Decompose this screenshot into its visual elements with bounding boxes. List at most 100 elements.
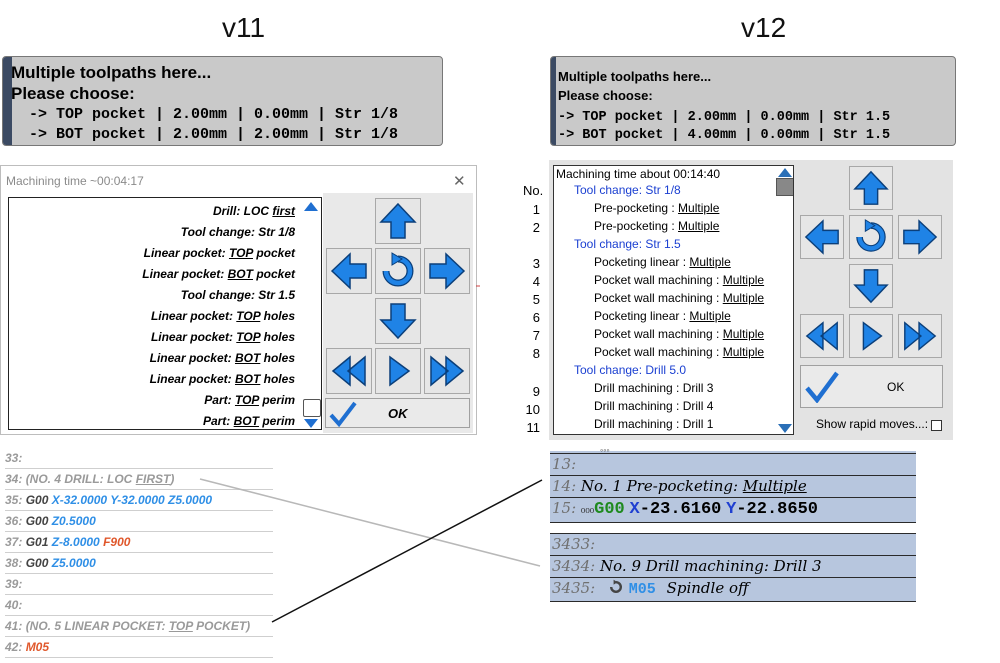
show-rapid-checkbox[interactable] (931, 420, 942, 431)
move-down-button[interactable] (849, 264, 893, 308)
operation-item[interactable]: Linear pocket: BOT holes (150, 351, 295, 365)
tool-change-item[interactable]: Tool change: Str 1/8 (574, 183, 681, 197)
operation-item[interactable]: Tool change: Str 1.5 (181, 288, 295, 302)
code-token: TOP (168, 619, 193, 633)
code-line-3435: 3435: M05 Spindle off (550, 577, 916, 600)
move-left-button[interactable] (800, 215, 844, 259)
operation-number: 11 (526, 420, 541, 435)
operation-text: Linear pocket: (142, 267, 228, 281)
operation-text: Pocket wall machining : (594, 345, 723, 359)
code-line[interactable]: 38: G00 Z5.0000 (5, 553, 273, 574)
operation-text: Linear pocket: (149, 372, 235, 386)
operation-item[interactable]: Linear pocket: TOP pocket (144, 246, 295, 260)
rewind-button[interactable] (326, 348, 372, 394)
operation-item[interactable]: Pre-pocketing : Multiple (594, 201, 719, 215)
move-right-button[interactable] (898, 215, 942, 259)
play-button[interactable] (375, 348, 421, 394)
code-line[interactable]: 39: (5, 574, 273, 595)
scroll-up-icon[interactable] (304, 202, 318, 211)
ok-button[interactable]: OK (325, 398, 470, 428)
play-icon (862, 321, 883, 351)
rotate-button[interactable] (849, 215, 893, 259)
operation-item[interactable]: Tool change: Str 1/8 (181, 225, 295, 239)
operation-number: 6 (532, 310, 540, 325)
operation-item[interactable]: Pocketing linear : Multiple (594, 255, 731, 269)
operation-side: BOT (234, 372, 261, 386)
code-line-13: 13: (550, 453, 916, 476)
v11-dialog: Machining time ~00:04:17 ✕ Drill: LOC fi… (0, 165, 477, 435)
operation-item[interactable]: Part: BOT perim (203, 414, 295, 428)
code-line[interactable]: 37: G01 Z-8.0000 F900 (5, 532, 273, 553)
scroll-thumb[interactable] (776, 178, 793, 196)
operation-item[interactable]: Drill machining : Drill 3 (594, 381, 713, 395)
v12-status-box: Multiple toolpaths here... Please choose… (550, 56, 956, 146)
line-number: 34: (5, 472, 26, 486)
operation-item[interactable]: Pocketing linear : Multiple (594, 309, 731, 323)
move-left-button[interactable] (326, 248, 372, 294)
checkmark-icon (805, 371, 839, 403)
code-line[interactable]: 42: M05 (5, 637, 273, 658)
scroll-thumb[interactable] (303, 399, 321, 417)
operation-suffix: holes (260, 351, 295, 365)
move-right-button[interactable] (424, 248, 470, 294)
scroll-down-icon[interactable] (778, 424, 792, 433)
fast-forward-button[interactable] (424, 348, 470, 394)
operation-item[interactable]: Linear pocket: TOP holes (151, 309, 295, 323)
operation-item[interactable]: Pocket wall machining : Multiple (594, 327, 764, 341)
operation-text: Linear pocket: (150, 309, 237, 323)
rewind-button[interactable] (800, 314, 844, 358)
operation-item[interactable]: Pre-pocketing : Multiple (594, 219, 719, 233)
operation-item[interactable]: Drill: LOC first (213, 204, 295, 218)
tool-change-item[interactable]: Tool change: Drill 5.0 (574, 363, 687, 377)
operation-side: TOP (236, 330, 261, 344)
code-token: (NO. 4 DRILL: LOC (25, 472, 136, 486)
line-number: 40: (5, 598, 23, 612)
code-line[interactable]: 36: G00 Z0.5000 (5, 511, 273, 532)
operation-item[interactable]: Pocket wall machining : Multiple (594, 291, 764, 305)
scroll-down-icon[interactable] (304, 419, 318, 428)
tool-change-item[interactable]: Tool change: Str 1.5 (574, 237, 681, 251)
operation-list[interactable]: Machining time about 00:14:40 Tool chang… (553, 165, 794, 435)
close-icon[interactable]: ✕ (453, 173, 466, 190)
code-line[interactable]: 33: (5, 448, 273, 469)
rotate-button[interactable] (375, 248, 421, 294)
ok-label: OK (887, 380, 905, 394)
v11-status-box: Multiple toolpaths here... Please choose… (2, 56, 443, 146)
operation-side: TOP (236, 309, 261, 323)
fast-forward-button[interactable] (898, 314, 942, 358)
operation-item[interactable]: Linear pocket: TOP holes (151, 330, 295, 344)
code-line[interactable]: 40: (5, 595, 273, 616)
operation-item[interactable]: Drill machining : Drill 4 (594, 399, 713, 413)
operation-side: TOP (234, 393, 259, 407)
operation-number: 8 (532, 346, 540, 361)
operation-item[interactable]: Drill machining : Drill 1 (594, 417, 713, 431)
scroll-up-icon[interactable] (778, 168, 792, 177)
operation-item[interactable]: Linear pocket: BOT holes (150, 372, 295, 386)
operation-value: Multiple (722, 291, 765, 305)
play-button[interactable] (849, 314, 893, 358)
move-down-button[interactable] (375, 298, 421, 344)
operation-item[interactable]: Linear pocket: BOT pocket (142, 267, 295, 281)
code-line[interactable]: 35: G00 X-32.0000 Y-32.0000 Z5.0000 (5, 490, 273, 511)
operation-item[interactable]: Pocket wall machining : Multiple (594, 345, 764, 359)
status-line-1: Multiple toolpaths here... (11, 63, 212, 82)
move-up-button[interactable] (375, 198, 421, 244)
operation-suffix: holes (260, 372, 295, 386)
fast-forward-icon (430, 355, 465, 387)
move-up-button[interactable] (849, 166, 893, 210)
code-line[interactable]: 41: (NO. 5 LINEAR POCKET: TOP POCKET) (5, 616, 273, 637)
operation-value: Multiple (689, 255, 731, 269)
operation-item[interactable]: Part: TOP perim (204, 393, 295, 407)
operation-item[interactable]: Pocket wall machining : Multiple (594, 273, 764, 287)
code-line[interactable]: 34: (NO. 4 DRILL: LOC FIRST) (5, 469, 273, 490)
line-number: 36: (5, 514, 26, 528)
operation-number: 7 (532, 328, 540, 343)
operation-text: Drill machining : Drill 3 (594, 381, 714, 395)
operation-text: Drill machining : Drill 1 (594, 417, 714, 431)
ok-button[interactable]: OK (800, 365, 943, 408)
operation-value: Multiple (722, 327, 765, 341)
operation-side: BOT (233, 414, 259, 428)
code-token: G00 (25, 493, 52, 507)
